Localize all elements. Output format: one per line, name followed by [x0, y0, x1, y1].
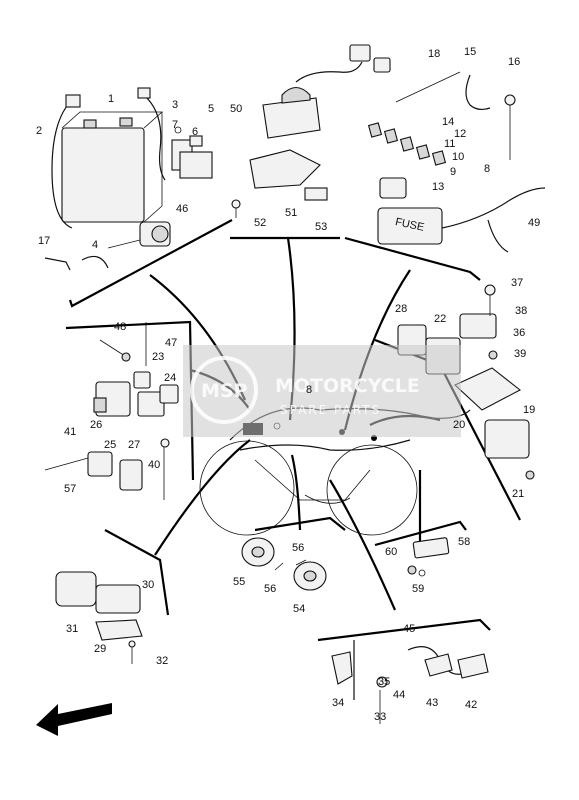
callout-32: 32 — [156, 655, 168, 667]
callout-18: 18 — [428, 48, 440, 60]
callout-4: 4 — [92, 239, 98, 251]
callout-56-second: 56 — [264, 583, 276, 595]
callout-20: 20 — [453, 419, 465, 431]
ecu-group — [55, 571, 143, 664]
callout-13: 13 — [432, 181, 444, 193]
relay-bracket-group — [231, 44, 391, 218]
callout-53: 53 — [315, 221, 327, 233]
callout-labels: 1234567891011121314151617181920212223242… — [36, 46, 540, 723]
callout-48: 48 — [114, 321, 126, 333]
callout-5: 5 — [208, 103, 214, 115]
direction-arrow-icon — [36, 703, 112, 736]
callout-19: 19 — [523, 404, 535, 416]
callout-17: 17 — [38, 235, 50, 247]
callout-27: 27 — [128, 439, 140, 451]
battery-group — [44, 87, 213, 271]
callout-47: 47 — [165, 337, 177, 349]
callout-9: 9 — [450, 166, 456, 178]
callout-55: 55 — [233, 576, 245, 588]
fuse-box-group: FUSE — [367, 71, 546, 253]
callout-14: 14 — [442, 116, 454, 128]
callout-15: 15 — [464, 46, 476, 58]
callout-39: 39 — [514, 348, 526, 360]
callout-12: 12 — [454, 128, 466, 140]
switch-group — [331, 640, 489, 724]
callout-35: 35 — [378, 676, 390, 688]
callout-10: 10 — [452, 151, 464, 163]
callout-34: 34 — [332, 697, 344, 709]
left-relay-group — [44, 322, 179, 500]
callout-26: 26 — [90, 419, 102, 431]
watermark-logo: MSP — [201, 380, 248, 402]
callout-31: 31 — [66, 623, 78, 635]
callout-29: 29 — [94, 643, 106, 655]
callout-54: 54 — [293, 603, 305, 615]
callout-38: 38 — [515, 305, 527, 317]
callout-51: 51 — [285, 207, 297, 219]
callout-11: 11 — [444, 138, 455, 150]
callout-7: 7 — [172, 119, 178, 131]
callout-21: 21 — [512, 488, 524, 500]
callout-28: 28 — [395, 303, 407, 315]
callout-58: 58 — [458, 536, 470, 548]
fuse-box-label: FUSE — [394, 216, 425, 234]
callout-42: 42 — [465, 699, 477, 711]
callout-23: 23 — [152, 351, 164, 363]
callout-45: 45 — [403, 623, 415, 635]
callout-50: 50 — [230, 103, 242, 115]
plate-group — [407, 537, 450, 577]
callout-37: 37 — [511, 277, 523, 289]
callout-33: 33 — [374, 711, 386, 723]
callout-44: 44 — [393, 689, 405, 701]
callout-6: 6 — [192, 126, 198, 138]
callout-3: 3 — [172, 99, 178, 111]
callout-30: 30 — [142, 579, 154, 591]
callout-36: 36 — [513, 327, 525, 339]
callout-8: 8 — [484, 163, 490, 175]
callout-40: 40 — [148, 459, 160, 471]
callout-46: 46 — [176, 203, 188, 215]
callout-57: 57 — [64, 483, 76, 495]
callout-22: 22 — [434, 313, 446, 325]
callout-49: 49 — [528, 217, 540, 229]
callout-56: 56 — [292, 542, 304, 554]
center-callout: 8 — [306, 384, 312, 396]
callout-60: 60 — [385, 546, 397, 558]
callout-24: 24 — [164, 372, 176, 384]
callout-59: 59 — [412, 583, 424, 595]
callout-41: 41 — [64, 426, 76, 438]
callout-52: 52 — [254, 217, 266, 229]
callout-43: 43 — [426, 697, 438, 709]
callout-25: 25 — [104, 439, 116, 451]
watermark-subtitle: SPARE PARTS — [280, 403, 381, 417]
watermark-title: MOTORCYCLE — [275, 375, 420, 397]
callout-1: 1 — [108, 93, 114, 105]
callout-2: 2 — [36, 125, 42, 137]
watermark: MSP MOTORCYCLE SPARE PARTS — [183, 345, 461, 437]
callout-16: 16 — [508, 56, 520, 68]
horn-group — [241, 537, 327, 591]
